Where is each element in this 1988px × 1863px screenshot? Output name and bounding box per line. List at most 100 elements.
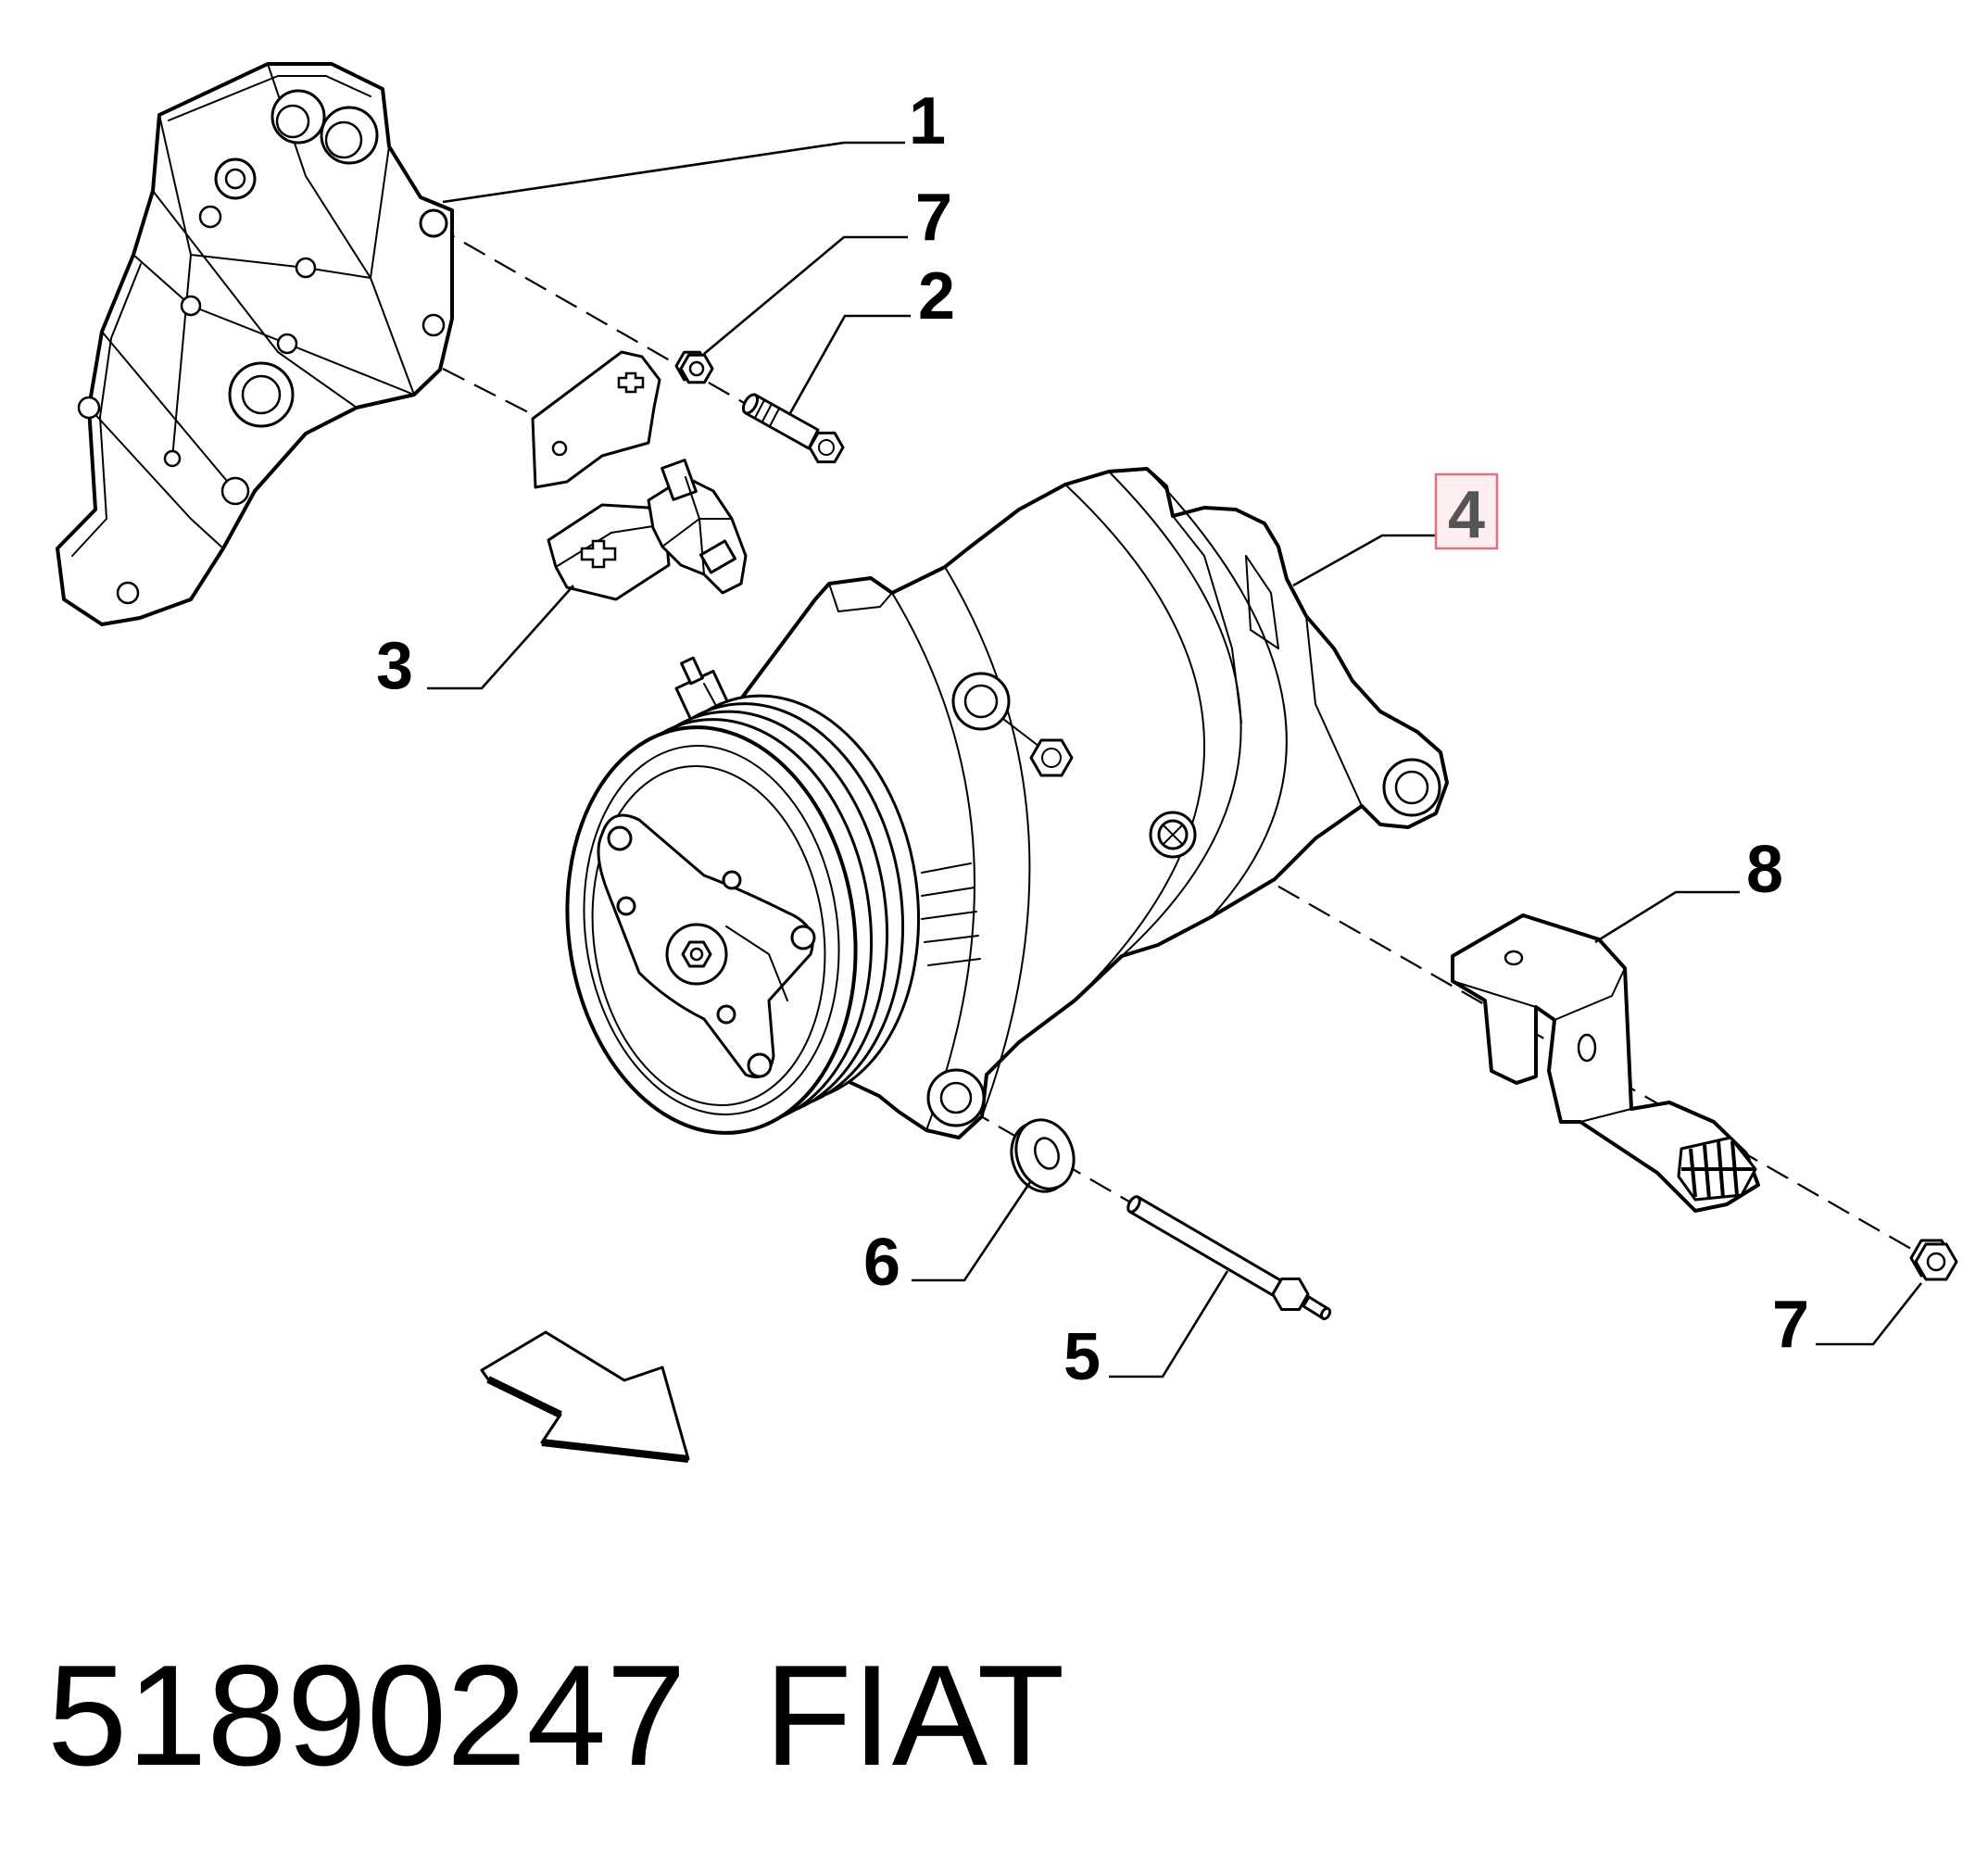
compressor-pulley	[565, 694, 921, 1135]
callout-part-3: 3	[376, 629, 413, 703]
compressor-center-bolt-face	[1041, 748, 1062, 768]
leader-part-1	[442, 141, 905, 204]
bracket-hole	[116, 581, 140, 605]
leader-part-6	[912, 1181, 1032, 1282]
part-6-washer	[1010, 1118, 1076, 1193]
callout-part-8: 8	[1746, 833, 1783, 907]
rear-bracket-bend	[1554, 967, 1626, 1021]
clutch-rivet	[790, 925, 816, 950]
rear-bracket-slot	[1577, 1033, 1597, 1063]
brand-name: FIAT	[764, 1635, 1064, 1795]
leader-lines	[427, 141, 1923, 1378]
bolt-thread	[754, 399, 765, 419]
callout-part-4: 4	[1448, 478, 1485, 552]
compressor-connector-plug	[680, 656, 704, 686]
bolt-thread	[769, 408, 780, 427]
part-2-bolt	[741, 393, 845, 464]
bracket-boss-bore	[224, 168, 246, 190]
bracket-boss-bore	[275, 104, 310, 139]
arrow-shadow-edge	[486, 1376, 562, 1418]
plate-cross-cutout	[580, 539, 617, 569]
pressure-valve-mark	[1163, 825, 1183, 845]
plate-cross-cutout	[617, 371, 645, 394]
part-3-support-plate	[531, 350, 748, 601]
connector-clip-tab	[661, 459, 698, 501]
bracket-hole	[276, 333, 298, 355]
callout-part-5: 5	[1063, 1320, 1101, 1394]
bracket-large-bore	[241, 374, 282, 415]
arrow-shadow-edge	[541, 1439, 689, 1463]
compressor-upper-ear-hole	[963, 684, 999, 719]
bracket-rib	[88, 407, 224, 549]
connector-clip-detail	[661, 518, 700, 548]
callout-part-6: 6	[863, 1226, 900, 1300]
compressor-connector-pin	[703, 683, 716, 705]
long-bolt-collar-hex	[1271, 1278, 1310, 1311]
compressor-flange	[944, 566, 1031, 1117]
pulley-inner-rim	[591, 764, 826, 1107]
long-bolt-shaft	[1127, 1195, 1283, 1297]
clutch-fin	[921, 911, 977, 920]
assembly-line-bracket-to-bolt	[433, 224, 753, 409]
part-7-nut-upper	[674, 350, 714, 384]
long-bolt-end	[1126, 1195, 1141, 1214]
bracket-boss-bore	[324, 120, 363, 159]
leader-part-7-upper	[703, 235, 908, 355]
plate-bend-edge	[555, 523, 666, 568]
compressor-rear-rib	[1305, 615, 1363, 807]
connector-clip	[647, 475, 748, 595]
bracket-hole	[77, 396, 101, 420]
bracket-hole	[295, 257, 317, 279]
leader-part-5	[1109, 1270, 1229, 1378]
callout-part-4-highlight	[1434, 472, 1499, 550]
callout-part-7-lower: 7	[1772, 1288, 1809, 1362]
clutch-rivet	[722, 870, 742, 890]
bracket-outline	[56, 62, 454, 626]
clutch-fin	[921, 862, 972, 874]
leader-part-8	[1594, 890, 1740, 944]
bracket-edge	[168, 75, 371, 121]
clutch-rivet	[607, 825, 633, 851]
clutch-rivet	[716, 1004, 736, 1025]
bracket-rib	[132, 254, 415, 396]
bracket-hole	[163, 449, 182, 468]
connector-clip-detail	[698, 518, 705, 575]
bolt-head-hex	[808, 431, 845, 464]
grommet-ridge	[1703, 1144, 1711, 1200]
part-8-rear-bracket	[1451, 913, 1760, 1213]
callout-part-7-upper: 7	[915, 181, 952, 255]
leader-part-7-lower	[1816, 1282, 1923, 1346]
direction-arrow-icon	[480, 1330, 690, 1463]
bracket-hole	[180, 295, 202, 317]
nut-bore	[1926, 1252, 1946, 1272]
assembly-line-compressor-to-bolt	[967, 1108, 1135, 1205]
compressor-lower-ear-hole	[939, 1081, 973, 1114]
connector-latch	[699, 539, 736, 574]
compressor-rear-rib	[1172, 515, 1242, 724]
compressor-flange	[891, 592, 975, 1131]
clutch-hub-bore	[689, 947, 704, 962]
bracket-mount-hole	[419, 208, 448, 238]
rear-bracket-outline	[1451, 913, 1760, 1213]
clutch-fin	[927, 958, 981, 966]
clutch-spring-arm	[725, 925, 788, 1001]
part-number: 51890247	[47, 1635, 686, 1795]
bracket-edge	[71, 263, 142, 557]
bracket-rib	[101, 331, 236, 492]
bracket-hole	[198, 205, 222, 229]
compressor-seam	[1146, 468, 1288, 918]
compressor-rear-ear-hole	[1394, 770, 1429, 805]
plate-upper	[531, 350, 661, 489]
leader-part-3	[427, 585, 574, 690]
compressor-rear-recess	[1245, 555, 1279, 649]
rear-bracket-bend	[1579, 1108, 1632, 1123]
long-bolt-pin-tip	[1319, 1306, 1332, 1321]
clutch-fin	[924, 935, 979, 943]
nut-bore	[688, 360, 705, 377]
assembly-line-bracket-to-plate	[442, 368, 538, 418]
leader-part-4	[1292, 534, 1436, 587]
washer-bore	[1034, 1137, 1060, 1170]
bracket-rib	[152, 190, 358, 409]
compressor-center-bolt	[1029, 738, 1074, 777]
